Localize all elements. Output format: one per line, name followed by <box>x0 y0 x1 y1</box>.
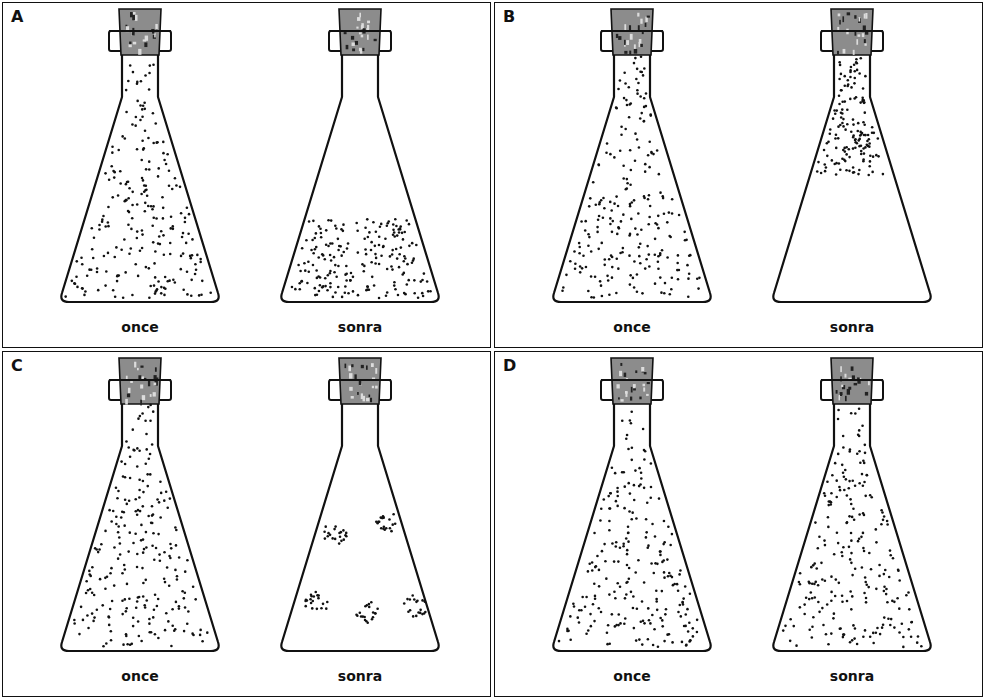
flask-caption: once <box>55 668 225 684</box>
flask: once <box>55 7 225 343</box>
panel-letter: B <box>503 7 515 26</box>
experiment-panel: Aonce sonra <box>2 2 491 348</box>
flask: once <box>55 356 225 692</box>
particles <box>64 63 212 299</box>
particles <box>782 407 923 648</box>
cork-texture <box>837 12 868 55</box>
experiment-panel: Donce sonra <box>494 351 983 697</box>
cork-texture <box>344 13 377 54</box>
flask-outline <box>281 400 438 651</box>
experiment-panel: Bonce sonra <box>494 2 983 348</box>
cork-texture <box>345 363 378 402</box>
flask-drawing <box>767 356 937 661</box>
flask-outline <box>773 51 930 302</box>
flask: sonra <box>767 7 937 343</box>
flask-drawing <box>547 7 717 312</box>
flask-drawing <box>55 7 225 312</box>
particles <box>558 410 699 648</box>
particles <box>291 218 432 299</box>
flask-outline <box>553 400 710 651</box>
particles <box>561 55 700 298</box>
panel-letter: A <box>11 7 23 26</box>
cork-texture <box>836 366 870 401</box>
flask: once <box>547 356 717 692</box>
cork-texture <box>616 363 649 402</box>
particles <box>816 57 884 176</box>
flask: sonra <box>275 7 445 343</box>
flask-drawing <box>55 356 225 661</box>
flask-drawing <box>275 356 445 661</box>
flask-outline <box>61 400 218 651</box>
panel-letter: D <box>503 356 516 375</box>
flask-outline <box>553 51 710 302</box>
experiment-panel: Conce sonra <box>2 351 491 697</box>
flask-caption: sonra <box>275 668 445 684</box>
flask: once <box>547 7 717 343</box>
flask-caption: sonra <box>767 668 937 684</box>
particles <box>73 404 209 648</box>
flask-caption: once <box>547 668 717 684</box>
flask-caption: once <box>547 319 717 335</box>
flask: sonra <box>767 356 937 692</box>
cork-texture <box>125 362 158 406</box>
flask-drawing <box>275 7 445 312</box>
flask-caption: sonra <box>275 319 445 335</box>
flask-drawing <box>547 356 717 661</box>
flask: sonra <box>275 356 445 692</box>
flask-outline <box>773 400 930 651</box>
flask-drawing <box>767 7 937 312</box>
panel-letter: C <box>11 356 23 375</box>
flask-outline <box>61 51 218 302</box>
cork-texture <box>125 12 157 55</box>
particles <box>304 513 426 624</box>
flask-caption: once <box>55 319 225 335</box>
flask-outline <box>281 51 438 302</box>
cork-texture <box>616 13 650 55</box>
flask-caption: sonra <box>767 319 937 335</box>
